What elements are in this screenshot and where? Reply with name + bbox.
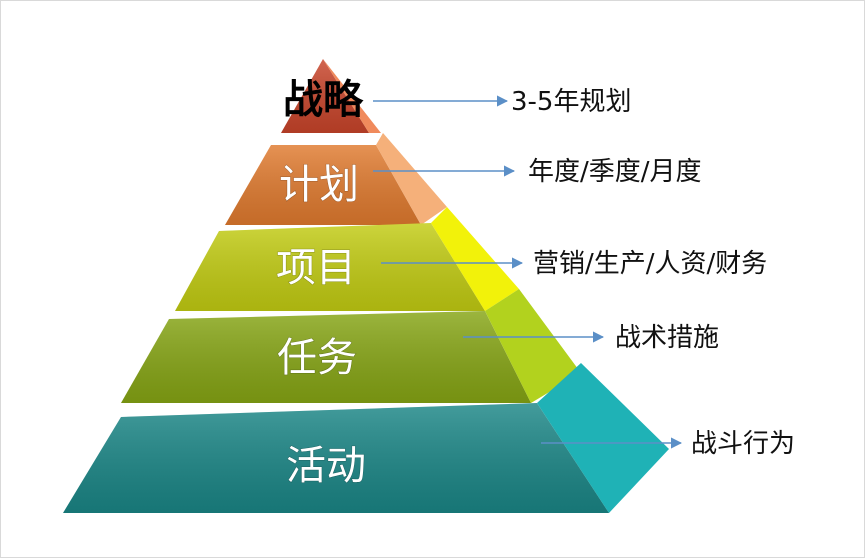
level-side-face: [376, 133, 447, 225]
level-shade: [281, 59, 369, 133]
level-shade: [225, 145, 421, 225]
level-side-face: [485, 289, 581, 403]
level-shade: [175, 223, 485, 311]
pyramid-level-activity: 活动 战斗行为: [63, 363, 795, 513]
level-note: 年度/季度/月度: [528, 157, 702, 187]
level-note: 战斗行为: [691, 429, 795, 459]
level-side-face: [431, 207, 519, 311]
level-note: 战术措施: [615, 323, 719, 353]
level-label: 项目: [276, 245, 356, 291]
pyramid-level-task: 任务 战术措施: [121, 289, 719, 403]
level-note: 3-5年规划: [511, 87, 631, 117]
level-label: 计划: [279, 162, 359, 208]
pyramid-level-plan: 计划 年度/季度/月度: [225, 133, 702, 225]
level-note: 营销/生产/人资/财务: [533, 249, 767, 279]
level-label: 任务: [277, 335, 357, 381]
level-label: 活动: [286, 443, 366, 489]
level-label: 战略: [283, 77, 364, 123]
pyramid-level-project: 项目 营销/生产/人资/财务: [175, 207, 767, 311]
level-side-face: [537, 363, 669, 513]
pyramid-level-strategy: 战略 3-5年规划: [281, 59, 631, 133]
level-shade: [63, 403, 609, 513]
level-shade: [121, 311, 531, 403]
level-side-face: [323, 59, 381, 133]
